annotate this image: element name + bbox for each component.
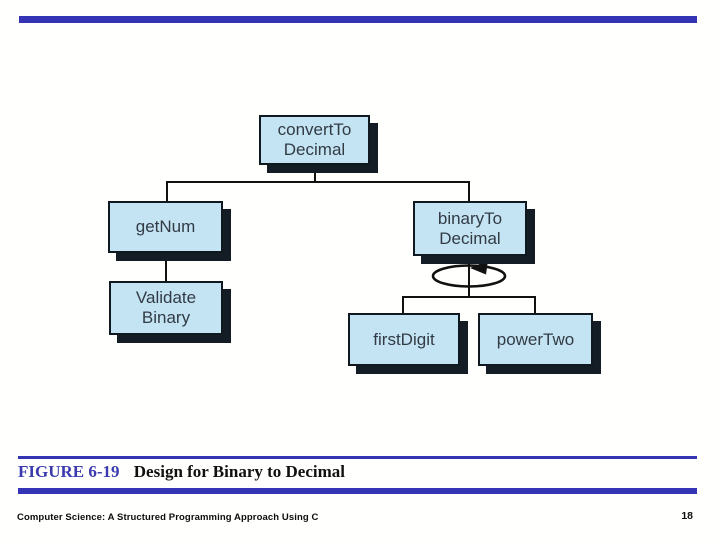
node-first-digit: firstDigit bbox=[348, 313, 460, 366]
connector-convert-down bbox=[314, 165, 316, 182]
page-number: 18 bbox=[681, 510, 693, 522]
caption-rule-top bbox=[18, 456, 697, 459]
connector-sub-left-drop bbox=[402, 296, 404, 314]
node-binary-to-decimal: binaryTo Decimal bbox=[413, 201, 527, 256]
connector-right-drop bbox=[468, 181, 470, 202]
caption-rule-bottom bbox=[18, 488, 697, 494]
node-power-two: powerTwo bbox=[478, 313, 593, 366]
node-validate-binary: Validate Binary bbox=[109, 281, 223, 335]
connector-sub-right-drop bbox=[534, 296, 536, 314]
node-convert-to-decimal: convertTo Decimal bbox=[259, 115, 370, 165]
node-get-num: getNum bbox=[108, 201, 223, 253]
connector-main-horizontal bbox=[166, 181, 470, 183]
figure-label: FIGURE 6-19 bbox=[18, 462, 120, 481]
connector-getnum-validate bbox=[165, 253, 167, 282]
figure-caption: FIGURE 6-19 Design for Binary to Decimal bbox=[18, 462, 345, 482]
top-rule-bar bbox=[19, 16, 697, 23]
node-label: getNum bbox=[135, 217, 196, 236]
iteration-loop-icon bbox=[431, 260, 507, 288]
node-label: Validate Binary bbox=[135, 288, 197, 327]
figure-title: Design for Binary to Decimal bbox=[133, 462, 345, 481]
connector-binary-down bbox=[468, 256, 470, 297]
footer-book-title: Computer Science: A Structured Programmi… bbox=[17, 512, 319, 523]
node-label: firstDigit bbox=[373, 329, 435, 349]
connector-sub-horizontal bbox=[402, 296, 536, 298]
node-label: powerTwo bbox=[496, 329, 575, 349]
node-label: binaryTo Decimal bbox=[437, 208, 503, 248]
connector-left-drop bbox=[166, 181, 168, 202]
node-label: convertTo Decimal bbox=[277, 120, 352, 159]
